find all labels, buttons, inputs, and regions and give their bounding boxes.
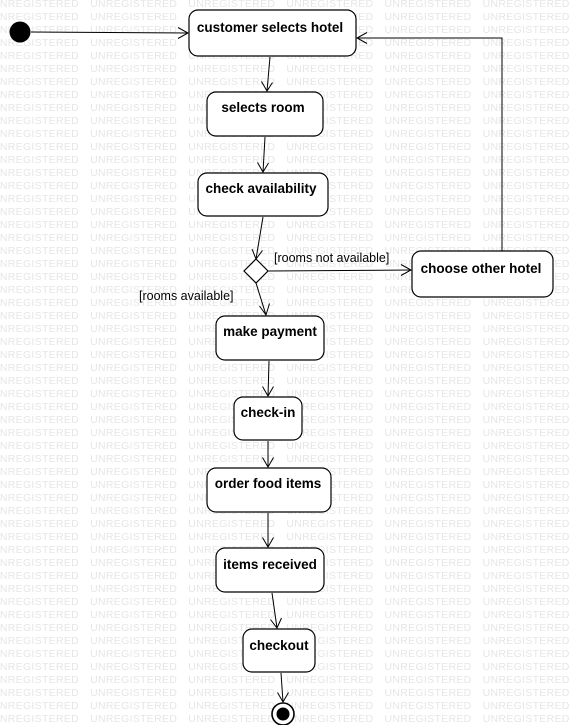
final-node-core	[276, 707, 290, 721]
watermark-row: UNREGISTERED UNREGISTERED UNREGISTERED U…	[0, 674, 577, 686]
edge-decision-to-choose-other-hotel	[267, 269, 412, 272]
activity-box[interactable]	[197, 172, 329, 217]
activity-label: choose other hotel	[421, 261, 542, 276]
activity-label: selects room	[221, 100, 304, 115]
activity-check-availability[interactable]: check availability	[197, 172, 329, 217]
activity-choose-other-hotel[interactable]: choose other hotel	[411, 250, 554, 298]
activity-checkout[interactable]: checkout	[242, 628, 316, 673]
arrowhead	[177, 27, 190, 39]
final-node[interactable]	[271, 702, 295, 725]
activity-box[interactable]	[188, 9, 357, 57]
watermark-row: UNREGISTERED UNREGISTERED UNREGISTERED U…	[0, 0, 577, 10]
activity-box[interactable]	[206, 91, 324, 137]
watermark-row: UNREGISTERED UNREGISTERED UNREGISTERED U…	[0, 63, 577, 75]
arrowhead	[259, 303, 270, 317]
decision-node[interactable]	[243, 258, 269, 284]
edge-make-payment-to-check-in	[267, 360, 270, 397]
activity-selects-room[interactable]: selects room	[206, 91, 324, 137]
edge-checkout-to-final-node	[280, 672, 284, 703]
activity-label: make payment	[223, 324, 317, 339]
activity-box[interactable]	[206, 467, 332, 513]
activity-order-food-items[interactable]: order food items	[206, 467, 332, 513]
watermark-row: UNREGISTERED UNREGISTERED UNREGISTERED U…	[0, 375, 577, 387]
activity-box[interactable]	[215, 547, 325, 593]
arrowhead	[262, 457, 274, 468]
activity-label: customer selects hotel	[197, 20, 343, 35]
activity-label: check availability	[205, 181, 317, 196]
guard-rooms-not-available: [rooms not available]	[274, 251, 389, 265]
activity-box[interactable]	[215, 315, 325, 361]
watermark-row: UNREGISTERED UNREGISTERED UNREGISTERED U…	[0, 141, 577, 153]
activity-items-received[interactable]: items received	[215, 547, 325, 593]
transitions	[30, 27, 503, 703]
arrowhead	[277, 692, 289, 703]
watermark-row: UNREGISTERED UNREGISTERED UNREGISTERED U…	[0, 297, 577, 309]
watermark-row: UNREGISTERED UNREGISTERED UNREGISTERED U…	[0, 362, 577, 374]
edge-check-availability-to-decision	[255, 216, 264, 260]
edge-selects-room-to-check-availability	[262, 136, 266, 173]
activity-box[interactable]	[233, 396, 303, 441]
watermark-row: UNREGISTERED UNREGISTERED UNREGISTERED U…	[0, 453, 577, 465]
watermark-row: UNREGISTERED UNREGISTERED UNREGISTERED U…	[0, 154, 577, 166]
activity-customer-selects-hotel[interactable]: customer selects hotel	[188, 9, 357, 57]
edge-customer-selects-hotel-to-selects-room	[266, 56, 271, 92]
watermark-row: UNREGISTERED UNREGISTERED UNREGISTERED U…	[0, 531, 577, 543]
watermark-row: UNREGISTERED UNREGISTERED UNREGISTERED U…	[0, 622, 577, 634]
arrowhead	[400, 264, 413, 276]
activity-box[interactable]	[411, 250, 554, 298]
activity-label: order food items	[215, 476, 322, 491]
edge-choose-other-hotel-to-customer-selects-hotel	[357, 37, 503, 251]
guard-rooms-available: [rooms available]	[139, 289, 234, 303]
watermark-row: UNREGISTERED UNREGISTERED UNREGISTERED U…	[0, 518, 577, 530]
watermark-row: UNREGISTERED UNREGISTERED UNREGISTERED U…	[0, 76, 577, 88]
arrowhead	[262, 386, 274, 397]
watermark-row: UNREGISTERED UNREGISTERED UNREGISTERED U…	[0, 609, 577, 621]
edge-decision-to-make-payment	[255, 282, 267, 316]
arrowhead	[262, 537, 274, 548]
watermark-row: UNREGISTERED UNREGISTERED UNREGISTERED U…	[0, 388, 577, 400]
watermark-row: UNREGISTERED UNREGISTERED UNREGISTERED U…	[0, 232, 577, 244]
arrowhead	[270, 617, 282, 629]
edge-initial-to-customer-selects-hotel	[30, 31, 189, 34]
watermark-row: UNREGISTERED UNREGISTERED UNREGISTERED U…	[0, 219, 577, 231]
edge-items-received-to-checkout	[271, 592, 278, 629]
arrowhead	[261, 81, 273, 92]
activity-label: check-in	[241, 405, 296, 420]
activity-box[interactable]	[242, 628, 316, 673]
initial-node[interactable]	[9, 21, 31, 43]
activity-label: checkout	[249, 638, 309, 653]
arrowhead	[355, 32, 368, 44]
arrowhead	[257, 162, 269, 173]
activity-make-payment[interactable]: make payment	[215, 315, 325, 361]
watermark-row: UNREGISTERED UNREGISTERED UNREGISTERED U…	[0, 440, 577, 452]
watermark-row: UNREGISTERED UNREGISTERED UNREGISTERED U…	[0, 596, 577, 608]
activity-label: items received	[223, 557, 317, 572]
activity-check-in[interactable]: check-in	[233, 396, 303, 441]
